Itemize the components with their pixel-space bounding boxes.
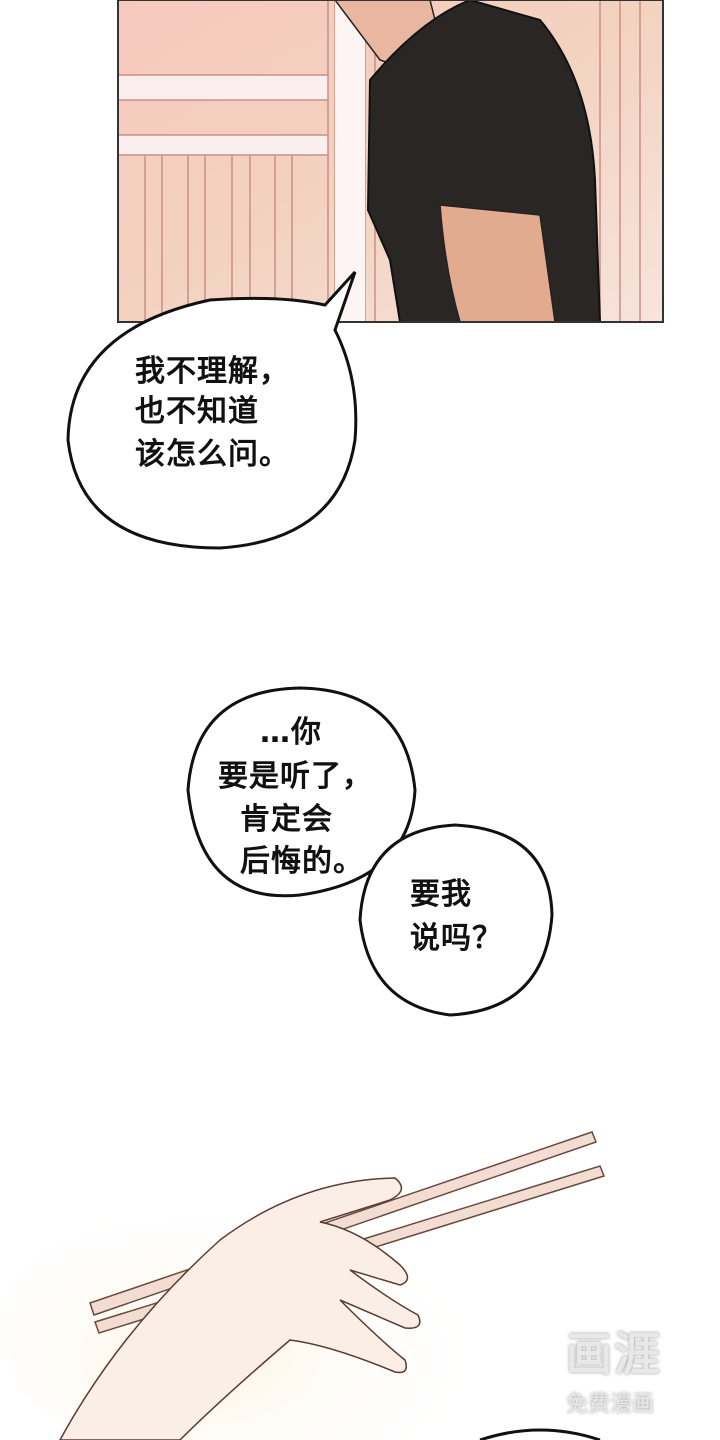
bubble-2-line-4: 后悔的。 xyxy=(240,844,364,879)
bubble-2-line-2: 要是听了， xyxy=(218,759,373,794)
watermark-title: 画涯 xyxy=(566,1327,662,1381)
bubble-1-line-3: 该怎么问。 xyxy=(135,437,290,472)
speech-bubble-1 xyxy=(66,270,358,550)
hand-illustration xyxy=(0,1131,605,1440)
watermark-logo: 画涯 免费漫画 xyxy=(566,1318,662,1418)
bubble-3-line-1: 要我 xyxy=(410,877,472,912)
speech-bubble-3 xyxy=(358,823,554,1017)
bubble-2-line-3: 肯定会 xyxy=(240,802,333,837)
bubble-1-line-1: 我不理解， xyxy=(135,354,290,389)
bubble-1-line-2: 也不知道 xyxy=(135,394,259,429)
bubble-3-line-2: 说吗？ xyxy=(410,921,503,956)
speech-bubble-2 xyxy=(186,686,417,898)
speech-bubble-partial xyxy=(479,1428,601,1440)
top-panel xyxy=(117,0,664,323)
bubble-2-line-1: …你 xyxy=(260,715,322,750)
watermark-subtitle: 免费漫画 xyxy=(566,1392,655,1417)
